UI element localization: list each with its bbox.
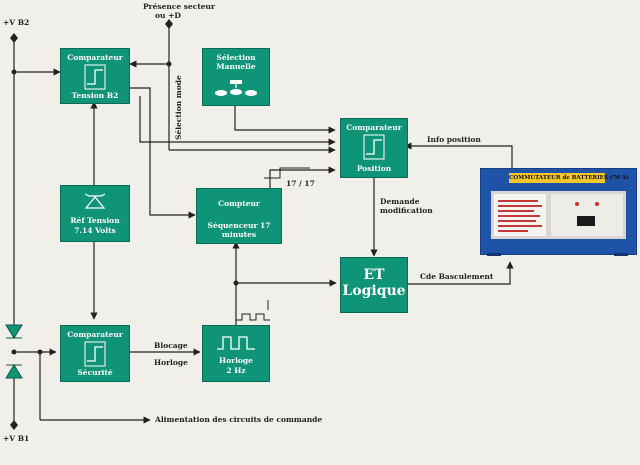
label-cde-basculement: Cde Basculement [420, 272, 494, 281]
terminal-b1-icon [10, 420, 18, 430]
label-alimentation: Alimentation des circuits de commande [155, 415, 323, 424]
wire-info-position [404, 142, 513, 168]
device-label-sheet [494, 194, 546, 236]
comparator-icon [84, 341, 106, 367]
terminal-b2-icon [10, 33, 18, 43]
wire-selection-mode [128, 87, 196, 219]
block-title: Réf Tension [70, 216, 120, 225]
device-switch-plate [551, 194, 623, 236]
block-subtitle: Sécurité [77, 368, 113, 377]
wire-clock-et [235, 279, 337, 325]
label-presence-2: ou +D [155, 11, 181, 20]
diode-top-icon [5, 324, 23, 339]
label-horloge: Horloge [154, 358, 188, 367]
block-horloge: Horloge 2 Hz [202, 325, 270, 382]
block-title: Compteur [218, 199, 260, 208]
block-subtitle: 2 Hz [226, 366, 246, 375]
wire-manual [234, 104, 336, 134]
block-subtitle: Séquenceur 17 minutes [207, 221, 271, 239]
block-comparateur-tension-b2: Comparateur Tension B2 [60, 48, 130, 104]
block-subtitle: Position [356, 164, 392, 173]
wire-cde [407, 261, 514, 285]
label-demande-2: modification [380, 206, 433, 215]
device-title: COMMUTATEUR de BATTERIES (70 A) [509, 173, 629, 183]
commutateur-device: COMMUTATEUR de BATTERIES (70 A) [480, 168, 637, 256]
device-switch-icon [577, 216, 595, 226]
wire-b2-pos [139, 96, 336, 146]
block-subtitle: 7.14 Volts [74, 226, 116, 235]
label-ratio: 17 / 17 [286, 179, 315, 188]
label-blocage: Blocage [154, 341, 188, 350]
diode-bottom-icon [5, 364, 23, 379]
block-subtitle: Manuelle [216, 62, 256, 71]
comparator-icon [363, 134, 385, 160]
block-subtitle: Logique [342, 283, 406, 299]
block-title: Comparateur [67, 330, 123, 339]
square-wave-icon [217, 336, 255, 350]
block-comparateur-securite: Comparateur Sécurité [60, 325, 130, 382]
block-title: Horloge [219, 356, 253, 365]
block-comparateur-position: Comparateur Position [340, 118, 408, 178]
device-panel [491, 191, 626, 239]
comparator-icon [84, 64, 106, 90]
block-selection-manuelle: Sélection Manuelle [202, 48, 270, 106]
label-vb1: +V B1 [3, 434, 30, 443]
switch-icon [215, 80, 257, 96]
step-icon [264, 167, 310, 179]
block-title: Sélection [216, 53, 256, 62]
label-presence-1: Présence secteur [143, 2, 215, 11]
label-demande-1: Demande [380, 197, 420, 206]
block-subtitle: Tension B2 [71, 91, 119, 100]
block-et-logique: ET Logique [340, 257, 408, 313]
zener-icon [84, 193, 106, 209]
terminal-presence-icon [165, 19, 173, 29]
label-info-position: Info position [427, 135, 481, 144]
label-vb2: +V B2 [3, 18, 30, 27]
wire-cpt-pos [269, 166, 336, 188]
block-title: ET [363, 267, 385, 283]
block-compteur: Compteur Séquenceur 17 minutes [196, 188, 282, 244]
block-title: Comparateur [67, 53, 123, 62]
block-ref-tension: Réf Tension 7.14 Volts [60, 185, 130, 242]
label-selection-mode: Sélection mode [174, 75, 183, 140]
block-title: Comparateur [346, 123, 402, 132]
pulse-icon [236, 313, 270, 321]
